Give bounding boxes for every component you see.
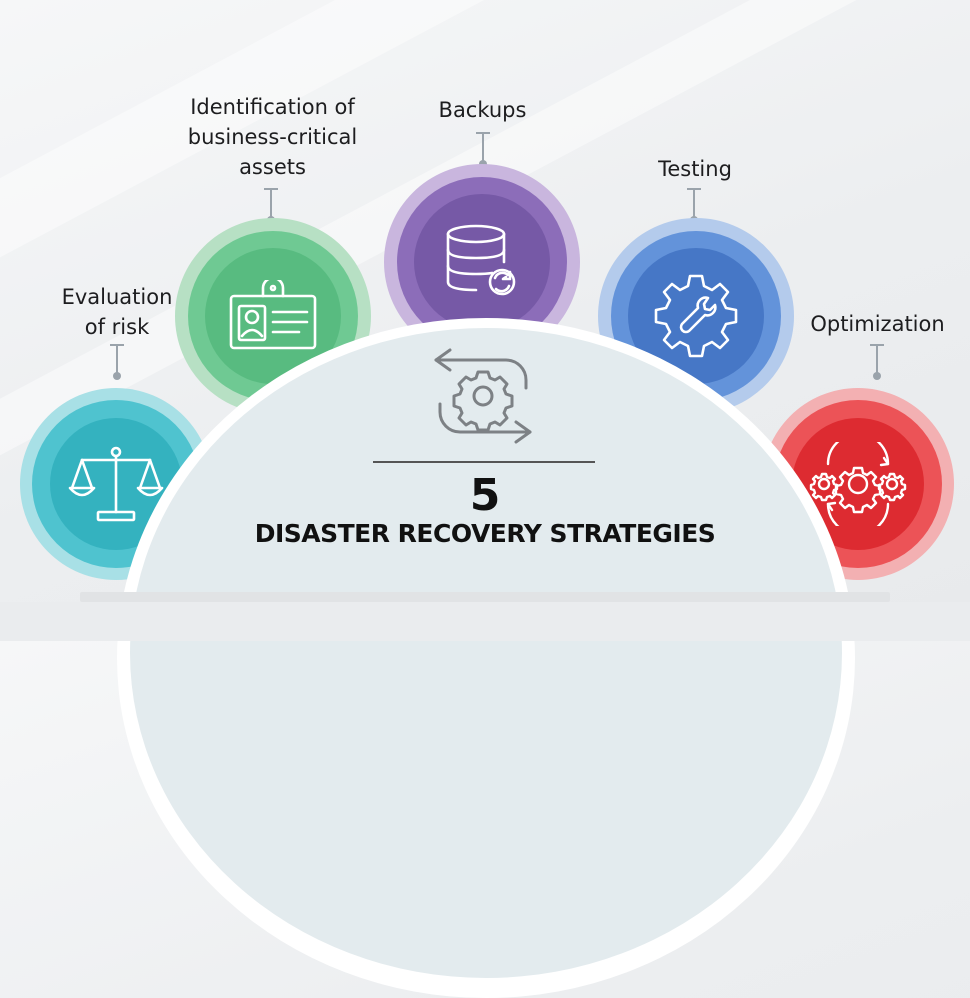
baseline	[80, 592, 890, 602]
id-card-icon	[229, 280, 317, 350]
label-identification: Identification of business-critical asse…	[170, 92, 375, 182]
label-line: of risk	[84, 315, 150, 339]
label-line: Backups	[438, 98, 527, 122]
connector-backups	[476, 132, 490, 168]
label-backups: Backups	[420, 95, 545, 125]
scales-icon	[68, 446, 164, 522]
label-line: assets	[239, 155, 306, 179]
bottom-band	[0, 602, 970, 641]
label-line: Optimization	[810, 312, 945, 336]
strategy-count: 5	[469, 470, 501, 521]
label-line: business-critical	[187, 125, 358, 149]
center-divider	[373, 461, 595, 463]
label-line: Testing	[658, 157, 732, 181]
gears-cycle-icon	[809, 442, 907, 526]
gear-wrench-icon	[654, 274, 738, 358]
label-line: Evaluation	[61, 285, 173, 309]
connector-optimization	[870, 344, 884, 380]
label-line: Identification of	[190, 95, 355, 119]
center-title: DISASTER RECOVERY STRATEGIES	[254, 519, 716, 548]
label-testing: Testing	[630, 154, 760, 184]
database-sync-icon	[446, 224, 516, 296]
connector-identification	[264, 188, 278, 224]
label-evaluation-of-risk: Evaluation of risk	[55, 282, 179, 342]
gear-cycle-arrows-icon	[434, 348, 532, 444]
connector-evaluation	[110, 344, 124, 380]
connector-testing	[687, 188, 701, 224]
label-optimization: Optimization	[800, 309, 955, 339]
